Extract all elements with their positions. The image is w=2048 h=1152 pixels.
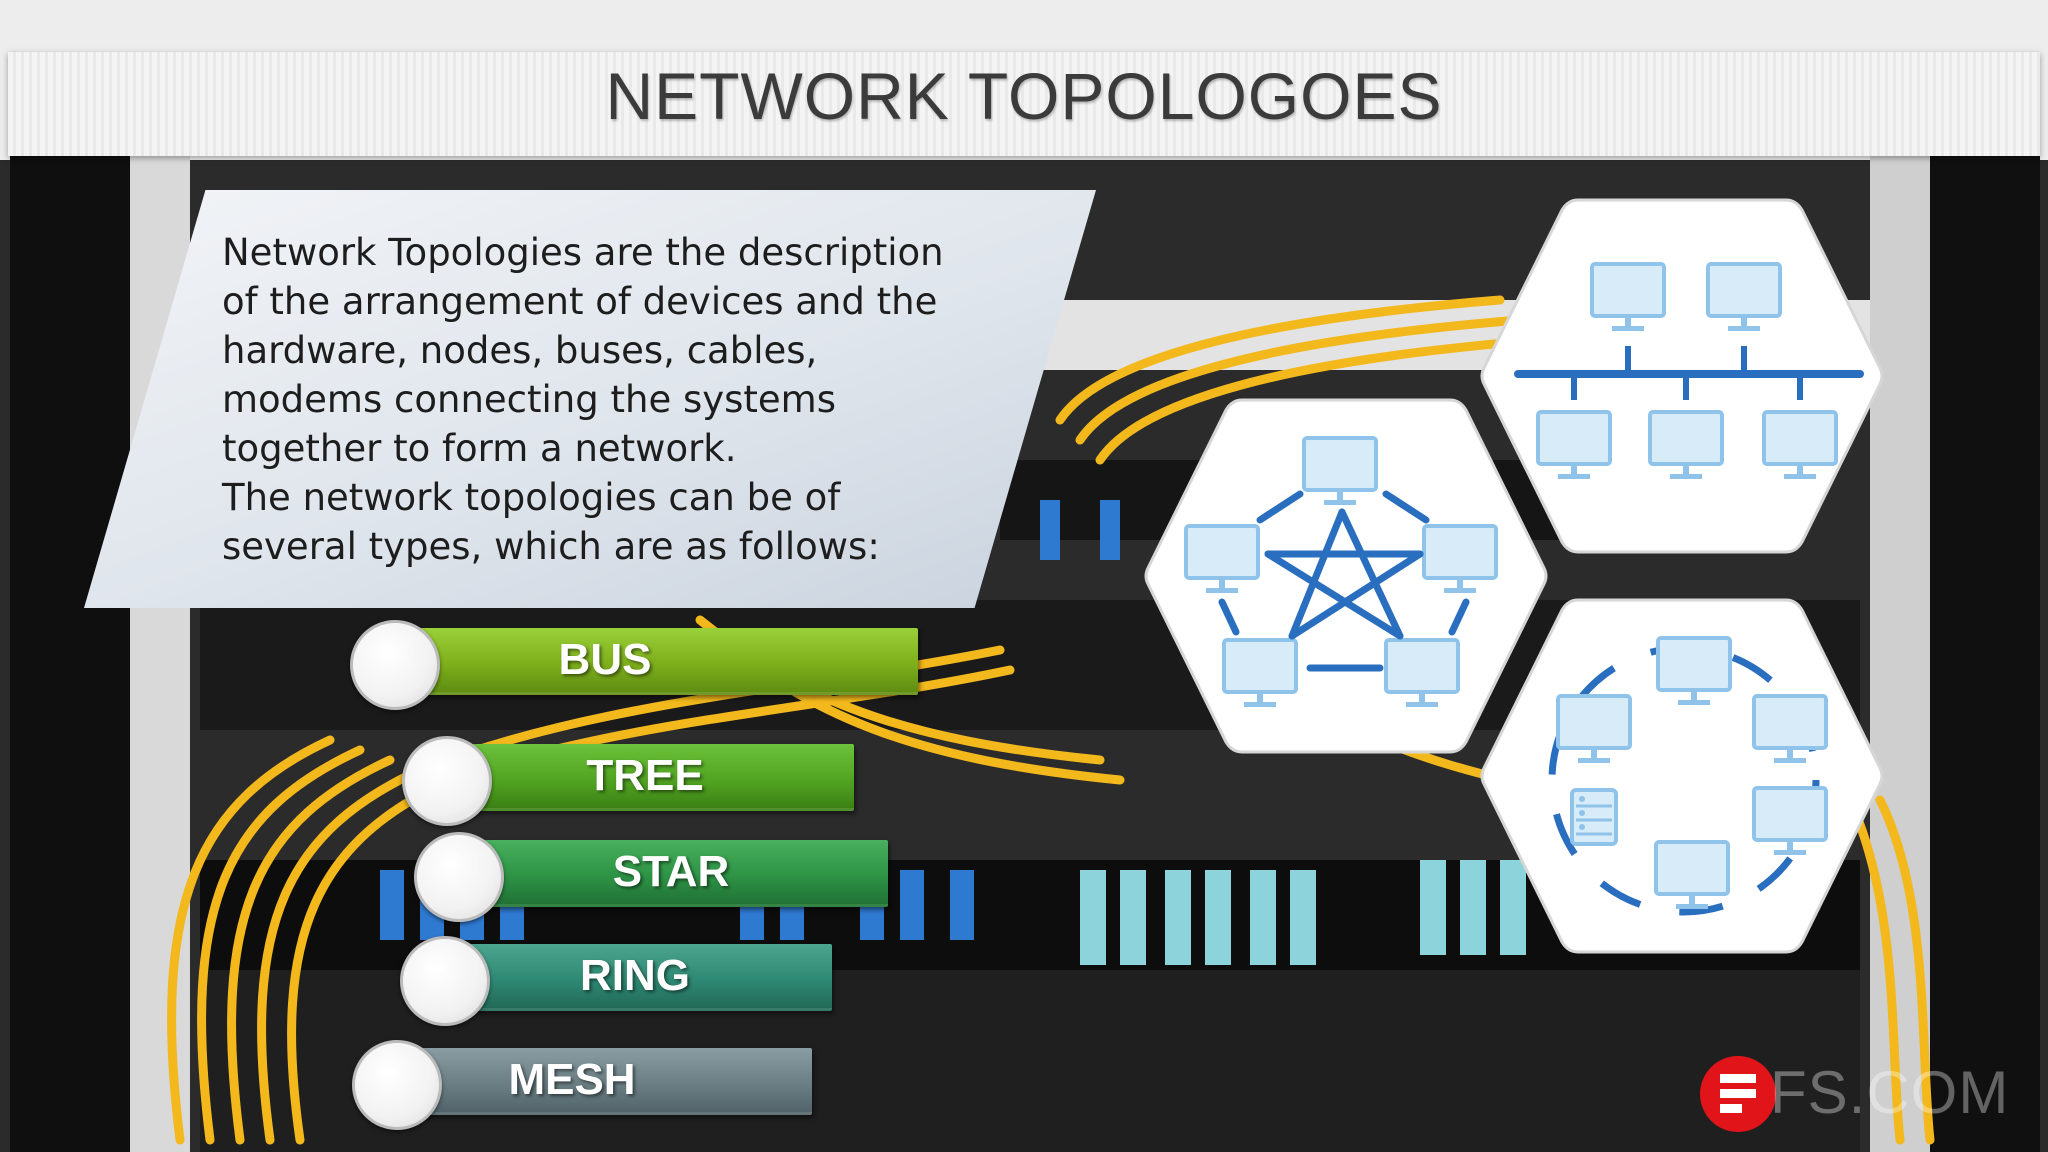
bullet-circle [414, 832, 504, 922]
topology-label-mesh: MESH [508, 1055, 636, 1104]
description-paragraph-2: The network topologies can be of several… [222, 476, 880, 568]
fs-logo-glyph [1720, 1074, 1756, 1113]
topology-bar-bus [420, 628, 918, 695]
topology-bar-ring [470, 944, 832, 1011]
description-panel [84, 190, 1096, 608]
description-text: Network Topologies are the description o… [222, 228, 982, 571]
bullet-circle [400, 936, 490, 1026]
topology-label-bus: BUS [558, 635, 652, 684]
bus-topology-diagram [1480, 198, 1884, 554]
server-icon [1570, 788, 1618, 846]
topology-label-ring: RING [580, 951, 690, 1000]
slide-title: NETWORK TOPOLOGOES [605, 59, 1443, 133]
bullet-circle [402, 736, 492, 826]
topology-label-tree: TREE [586, 751, 704, 800]
topology-label-star: STAR [612, 847, 730, 896]
topology-bar-tree [472, 744, 854, 811]
title-bar [8, 52, 2040, 156]
description-paragraph-1: Network Topologies are the description o… [222, 231, 944, 470]
star-mesh-topology-diagram [1144, 398, 1548, 754]
bullet-circle [352, 1040, 442, 1130]
topology-bar-star [484, 840, 888, 907]
fs-logo-text: FS.COM [1770, 1059, 2010, 1126]
bullet-circle [350, 620, 440, 710]
topology-bar-mesh [422, 1048, 812, 1115]
ring-topology-diagram [1480, 598, 1884, 954]
